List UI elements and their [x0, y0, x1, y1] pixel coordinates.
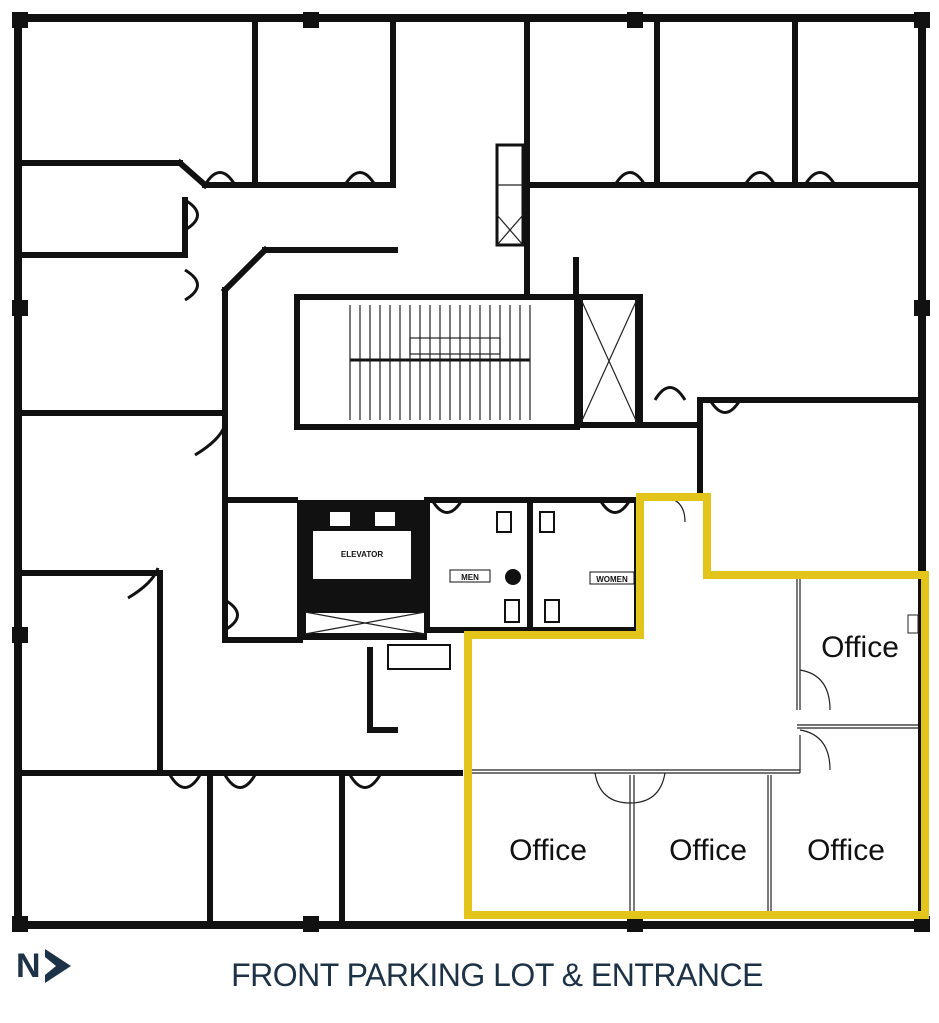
- men-label: MEN: [461, 573, 479, 582]
- right-offices: [637, 294, 925, 498]
- elevator-label: ELEVATOR: [341, 550, 383, 559]
- office-label-northeast: Office: [821, 631, 899, 664]
- office-label-southeast: Office: [807, 834, 885, 867]
- shaft: [495, 143, 525, 247]
- elevator-core: ELEVATOR: [297, 500, 427, 640]
- stair-treads: [349, 305, 531, 420]
- north-indicator: N: [16, 949, 71, 983]
- office-label-south: Office: [669, 834, 747, 867]
- north-arrow-icon: [44, 949, 71, 983]
- left-offices: [15, 197, 398, 776]
- top-offices: [15, 15, 925, 298]
- structural-columns: [12, 12, 930, 932]
- north-letter: N: [16, 947, 41, 985]
- women-label: WOMEN: [596, 575, 628, 584]
- floor-plan: ELEVATOR MEN WOMEN: [12, 12, 930, 932]
- stairwell: [294, 257, 641, 430]
- door-swings: [127, 171, 837, 789]
- restrooms: MEN WOMEN: [387, 497, 640, 670]
- entrance-caption: FRONT PARKING LOT & ENTRANCE: [231, 957, 763, 993]
- available-suite-outline: [464, 493, 929, 919]
- bottom-left-offices: [157, 647, 463, 925]
- exterior-wall: [14, 14, 926, 929]
- suite-partitions: [465, 496, 919, 912]
- office-label-southwest: Office: [509, 834, 587, 867]
